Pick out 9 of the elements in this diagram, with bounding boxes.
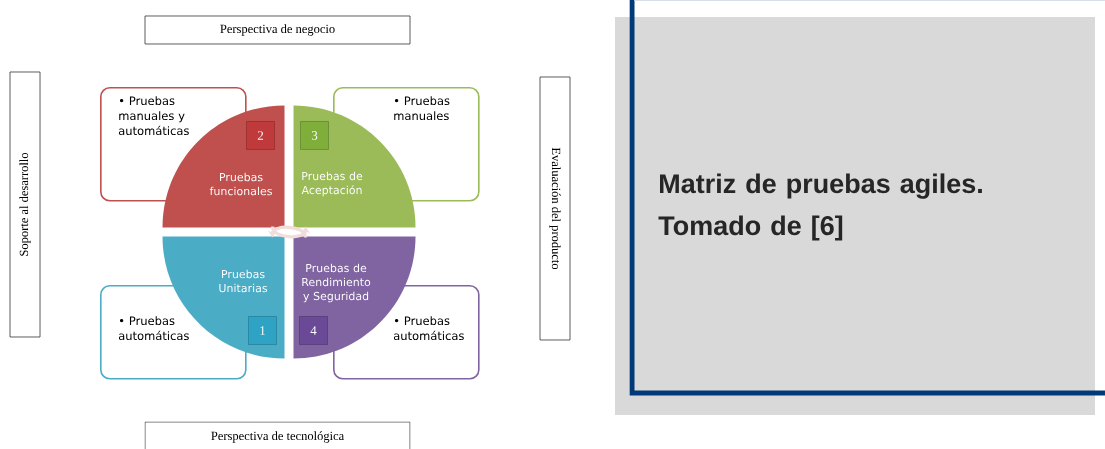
number-badge: 1 (248, 316, 277, 345)
label-box: Evaluación del producto (539, 76, 571, 341)
label-box: Perspectiva de negocio (144, 15, 411, 45)
label-box: Perspectiva de tecnológica (144, 421, 411, 449)
label-box: Soporte al desarrollo (9, 71, 41, 338)
number-badge: 4 (299, 316, 328, 345)
number-badge: 2 (246, 121, 275, 150)
caption-panel: Matriz de pruebas agiles. Tomado de [6] (615, 0, 1105, 415)
number-badge: 3 (300, 121, 329, 150)
